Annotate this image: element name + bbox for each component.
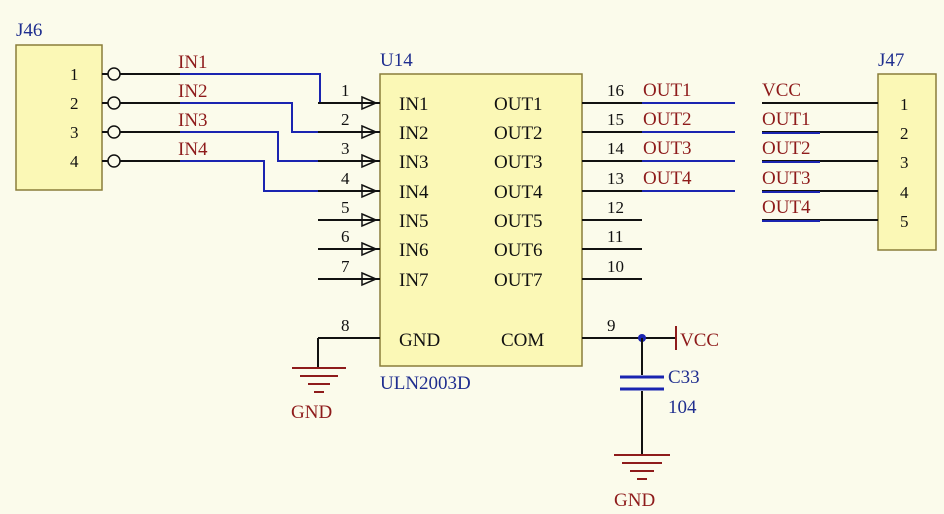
capacitor-c33: C33 104 bbox=[620, 338, 700, 455]
ic-u14-pin-num: 8 bbox=[341, 316, 350, 335]
ic-u14-pin-name: OUT4 bbox=[494, 182, 543, 203]
ic-u14-pin-num: 1 bbox=[341, 81, 350, 100]
ic-u14-pin-name: GND bbox=[399, 330, 440, 351]
input-arrow-icon bbox=[361, 153, 378, 169]
capacitor-c33-designator: C33 bbox=[668, 367, 700, 388]
ground-label-c33: GND bbox=[614, 490, 655, 511]
ic-u14-pin-name: OUT5 bbox=[494, 211, 543, 232]
ic-u14-pin-name: OUT3 bbox=[494, 152, 543, 173]
ic-u14-pin-num: 13 bbox=[607, 169, 624, 188]
connector-j47-designator: J47 bbox=[878, 50, 904, 71]
input-arrow-icon bbox=[361, 95, 378, 111]
ic-u14-pin-name: OUT7 bbox=[494, 270, 543, 291]
net-label-in3: IN3 bbox=[178, 110, 208, 131]
connector-j46-pin-3: 3 bbox=[70, 123, 79, 142]
input-arrow-icon bbox=[361, 271, 378, 287]
ic-u14-pin-name: IN1 bbox=[399, 94, 429, 115]
ic-u14-part-number: ULN2003D bbox=[380, 373, 471, 394]
ic-u14-pin-num: 5 bbox=[341, 198, 350, 217]
ic-u14-pin-name: IN5 bbox=[399, 211, 429, 232]
net-label-j47-vcc: VCC bbox=[762, 80, 801, 101]
input-arrow-icon bbox=[361, 183, 378, 199]
net-label-out1: OUT1 bbox=[643, 80, 692, 101]
connector-j46-designator: J46 bbox=[16, 20, 42, 41]
ic-u14: U14 ULN2003D 1 2 3 4 5 6 7 IN1 IN2 IN3 I… bbox=[318, 50, 642, 394]
input-arrow-icon bbox=[361, 241, 378, 257]
input-arrow-icon bbox=[361, 212, 378, 228]
ic-u14-pin-num: 3 bbox=[341, 139, 350, 158]
ic-u14-pin-num: 14 bbox=[607, 139, 625, 158]
com-vcc-net: VCC bbox=[638, 326, 719, 351]
connector-j47-wires bbox=[762, 102, 878, 222]
connector-j46-pin-1: 1 bbox=[70, 65, 79, 84]
net-label-j47-out3: OUT3 bbox=[762, 168, 811, 189]
ic-u14-pin-name: OUT6 bbox=[494, 240, 543, 261]
ic-u14-pin-num: 4 bbox=[341, 169, 350, 188]
ic-u14-pin-num: 7 bbox=[341, 257, 350, 276]
net-label-out4: OUT4 bbox=[643, 168, 692, 189]
ic-u14-pin-num: 11 bbox=[607, 227, 623, 246]
ground-symbol-c33: GND bbox=[614, 454, 670, 511]
connector-j47-body bbox=[877, 73, 937, 251]
ic-u14-pin-num: 2 bbox=[341, 110, 350, 129]
ic-u14-pin-name: IN7 bbox=[399, 270, 429, 291]
connector-j47-pin-1: 1 bbox=[900, 95, 909, 114]
ic-u14-pin-name: COM bbox=[501, 330, 544, 351]
connector-j47-pin-2: 2 bbox=[900, 124, 909, 143]
ic-u14-output-pin-stubs bbox=[582, 102, 642, 280]
ic-u14-pin-name: OUT2 bbox=[494, 123, 543, 144]
net-label-out2: OUT2 bbox=[643, 109, 692, 130]
ic-u14-designator: U14 bbox=[380, 50, 413, 71]
net-label-j47-out4: OUT4 bbox=[762, 197, 811, 218]
net-label-out3: OUT3 bbox=[643, 138, 692, 159]
connector-j46-pin-4: 4 bbox=[70, 152, 79, 171]
connector-j46-terminals bbox=[102, 67, 121, 168]
ic-u14-pin-num: 10 bbox=[607, 257, 624, 276]
ic-u14-pin-num: 9 bbox=[607, 316, 616, 335]
ground-symbol-u14: GND bbox=[291, 338, 346, 423]
connector-j47: J47 VCC OUT1 OUT2 OUT3 OUT4 1 2 3 4 5 bbox=[762, 50, 937, 251]
input-arrow-icon bbox=[361, 124, 378, 140]
net-label-j47-out1: OUT1 bbox=[762, 109, 811, 130]
terminal-circle-icon bbox=[107, 96, 121, 110]
ground-label-u14: GND bbox=[291, 402, 332, 423]
terminal-circle-icon bbox=[107, 67, 121, 81]
ic-u14-pin-name: IN6 bbox=[399, 240, 429, 261]
terminal-circle-icon bbox=[107, 125, 121, 139]
ic-u14-body bbox=[379, 73, 583, 367]
ic-u14-pin-name: IN2 bbox=[399, 123, 429, 144]
connector-j46: J46 1 2 3 4 bbox=[15, 20, 121, 191]
ic-u14-pin-num: 6 bbox=[341, 227, 350, 246]
net-label-in1: IN1 bbox=[178, 52, 208, 73]
connector-j46-body bbox=[15, 44, 103, 191]
connector-j47-pin-5: 5 bbox=[900, 212, 909, 231]
net-label-j47-out2: OUT2 bbox=[762, 138, 811, 159]
ic-u14-pin-num: 12 bbox=[607, 198, 624, 217]
terminal-circle-icon bbox=[107, 154, 121, 168]
ic-u14-input-pin-stubs bbox=[318, 95, 380, 287]
connector-j46-pin-2: 2 bbox=[70, 94, 79, 113]
ic-u14-pin-num: 16 bbox=[607, 81, 624, 100]
connector-j47-pin-4: 4 bbox=[900, 183, 909, 202]
ic-u14-pin-name: IN4 bbox=[399, 182, 429, 203]
output-net-wires bbox=[642, 102, 735, 192]
ic-u14-pin-name: OUT1 bbox=[494, 94, 543, 115]
ic-u14-pin-name: IN3 bbox=[399, 152, 429, 173]
vcc-label-com: VCC bbox=[680, 330, 719, 351]
capacitor-c33-value: 104 bbox=[668, 397, 697, 418]
connector-j47-pin-3: 3 bbox=[900, 153, 909, 172]
net-label-in4: IN4 bbox=[178, 139, 208, 160]
net-label-in2: IN2 bbox=[178, 81, 208, 102]
ic-u14-pin-num: 15 bbox=[607, 110, 624, 129]
